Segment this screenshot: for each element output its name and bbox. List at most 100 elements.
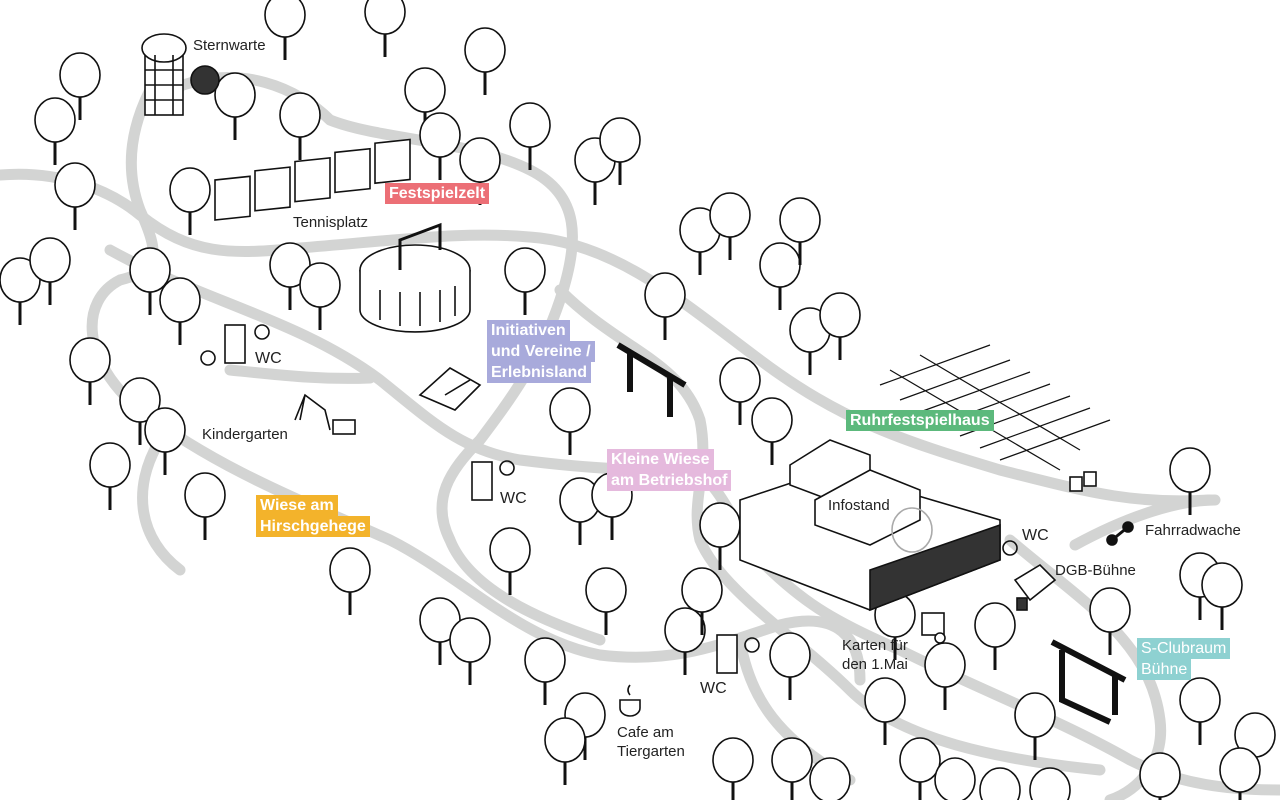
kleine-wiese-line-2: am Betriebshof — [607, 470, 732, 491]
tree-icon — [184, 472, 226, 540]
tree-icon — [819, 292, 861, 360]
tree-icon — [1029, 767, 1071, 800]
tree-icon — [464, 27, 506, 95]
tree-icon — [544, 717, 586, 785]
tree-icon — [1201, 562, 1243, 630]
ruhrfestspielhaus-label: Ruhrfestspielhaus — [846, 410, 994, 431]
tree-icon — [712, 737, 754, 800]
tree-icon — [449, 617, 491, 685]
label-kindergarten[interactable]: Kindergarten — [202, 426, 288, 443]
tree-icon — [129, 247, 171, 315]
tree-icon — [1219, 747, 1261, 800]
label-karten[interactable]: Karten für den 1.Mai — [842, 636, 908, 674]
initiativen-line-1: Initiativen — [487, 320, 570, 341]
tent-icon — [418, 367, 482, 411]
tree-icon — [549, 387, 591, 455]
observatory-icon — [141, 33, 220, 116]
label-wc-4[interactable]: WC — [700, 680, 727, 697]
area-kleine-wiese[interactable]: Kleine Wiese am Betriebshof — [607, 449, 732, 491]
hirschgehege-line-2: Hirschgehege — [256, 516, 370, 537]
s-clubraum-stage — [1050, 639, 1127, 725]
tree-icon — [69, 337, 111, 405]
tree-icon — [809, 757, 851, 800]
label-dgb-buehne[interactable]: DGB-Bühne — [1055, 562, 1136, 579]
label-fahrradwache[interactable]: Fahrradwache — [1145, 522, 1241, 539]
festspielzelt-label: Festspielzelt — [385, 183, 490, 204]
tree-icon — [1139, 752, 1181, 800]
tree-icon — [1169, 447, 1211, 515]
kleine-wiese-line-1: Kleine Wiese — [607, 449, 714, 470]
label-tennisplatz[interactable]: Tennisplatz — [293, 214, 369, 231]
tree-icon — [899, 737, 941, 800]
tree-icon — [169, 167, 211, 235]
tree-icon — [979, 767, 1021, 800]
tree-icon — [279, 92, 321, 160]
tree-icon — [144, 407, 186, 475]
cafe-line-2: Tiergarten — [617, 743, 685, 760]
tree-icon — [644, 272, 686, 340]
wheelchair-icon — [200, 350, 1018, 556]
ticket-booth — [921, 612, 946, 644]
bicycle-icon — [1106, 521, 1134, 546]
swing-icon — [294, 393, 356, 435]
tree-icon — [769, 632, 811, 700]
tree-icon — [599, 117, 641, 185]
tree-icon — [771, 737, 813, 800]
label-wc-3[interactable]: WC — [1022, 527, 1049, 544]
cafe-line-1: Cafe am — [617, 724, 674, 741]
tree-icon — [214, 72, 256, 140]
karten-line-1: Karten für — [842, 637, 908, 654]
tree-icon — [269, 242, 311, 310]
toilet-icon — [224, 324, 738, 674]
tree-icon — [299, 262, 341, 330]
tree-icon — [119, 377, 161, 445]
circus-tent-icon — [359, 222, 471, 333]
tree-icon — [779, 197, 821, 265]
tree-icon — [524, 637, 566, 705]
tree-icon — [585, 567, 627, 635]
area-ruhrfestspielhaus[interactable]: Ruhrfestspielhaus — [846, 410, 994, 431]
parking-grid — [879, 344, 1111, 471]
area-festspielzelt[interactable]: Festspielzelt — [385, 183, 490, 204]
area-s-clubraum[interactable]: S-Clubraum Bühne — [1137, 638, 1231, 680]
tree-icon — [864, 677, 906, 745]
karten-line-2: den 1.Mai — [842, 656, 908, 673]
tree-icon — [34, 97, 76, 165]
label-wc-1[interactable]: WC — [255, 350, 282, 367]
parking-icon — [1069, 471, 1097, 492]
tree-icon — [159, 277, 201, 345]
tree-icon — [759, 242, 801, 310]
tree-icon — [924, 642, 966, 710]
tree-icon — [329, 547, 371, 615]
tree-icon — [1014, 692, 1056, 760]
tree-icon — [59, 52, 101, 120]
label-infostand[interactable]: Infostand — [828, 497, 890, 514]
label-wc-2[interactable]: WC — [500, 490, 527, 507]
s-clubraum-line-2: Bühne — [1137, 659, 1192, 680]
tree-icon — [934, 757, 976, 800]
initiativen-line-2: und Vereine / — [487, 341, 595, 362]
area-initiativen[interactable]: Initiativen und Vereine / Erlebnisland — [487, 320, 595, 383]
label-sternwarte[interactable]: Sternwarte — [193, 37, 266, 54]
tree-icon — [719, 357, 761, 425]
tree-icon — [29, 237, 71, 305]
label-cafe[interactable]: Cafe am Tiergarten — [617, 723, 685, 761]
tennis-courts — [214, 138, 411, 221]
tree-icon — [681, 567, 723, 635]
s-clubraum-line-1: S-Clubraum — [1137, 638, 1231, 659]
coffee-cup-icon — [619, 684, 641, 717]
gender-icon — [254, 324, 760, 653]
tree-icon — [264, 0, 306, 60]
tree-icon — [1179, 677, 1221, 745]
tree-icon — [664, 607, 706, 675]
tree-icon — [1089, 587, 1131, 655]
tree-icon — [54, 162, 96, 230]
hirschgehege-line-1: Wiese am — [256, 495, 338, 516]
tree-icon — [89, 442, 131, 510]
area-hirschgehege[interactable]: Wiese am Hirschgehege — [256, 495, 370, 537]
dgb-stage — [1013, 563, 1057, 611]
tree-icon — [364, 0, 406, 57]
